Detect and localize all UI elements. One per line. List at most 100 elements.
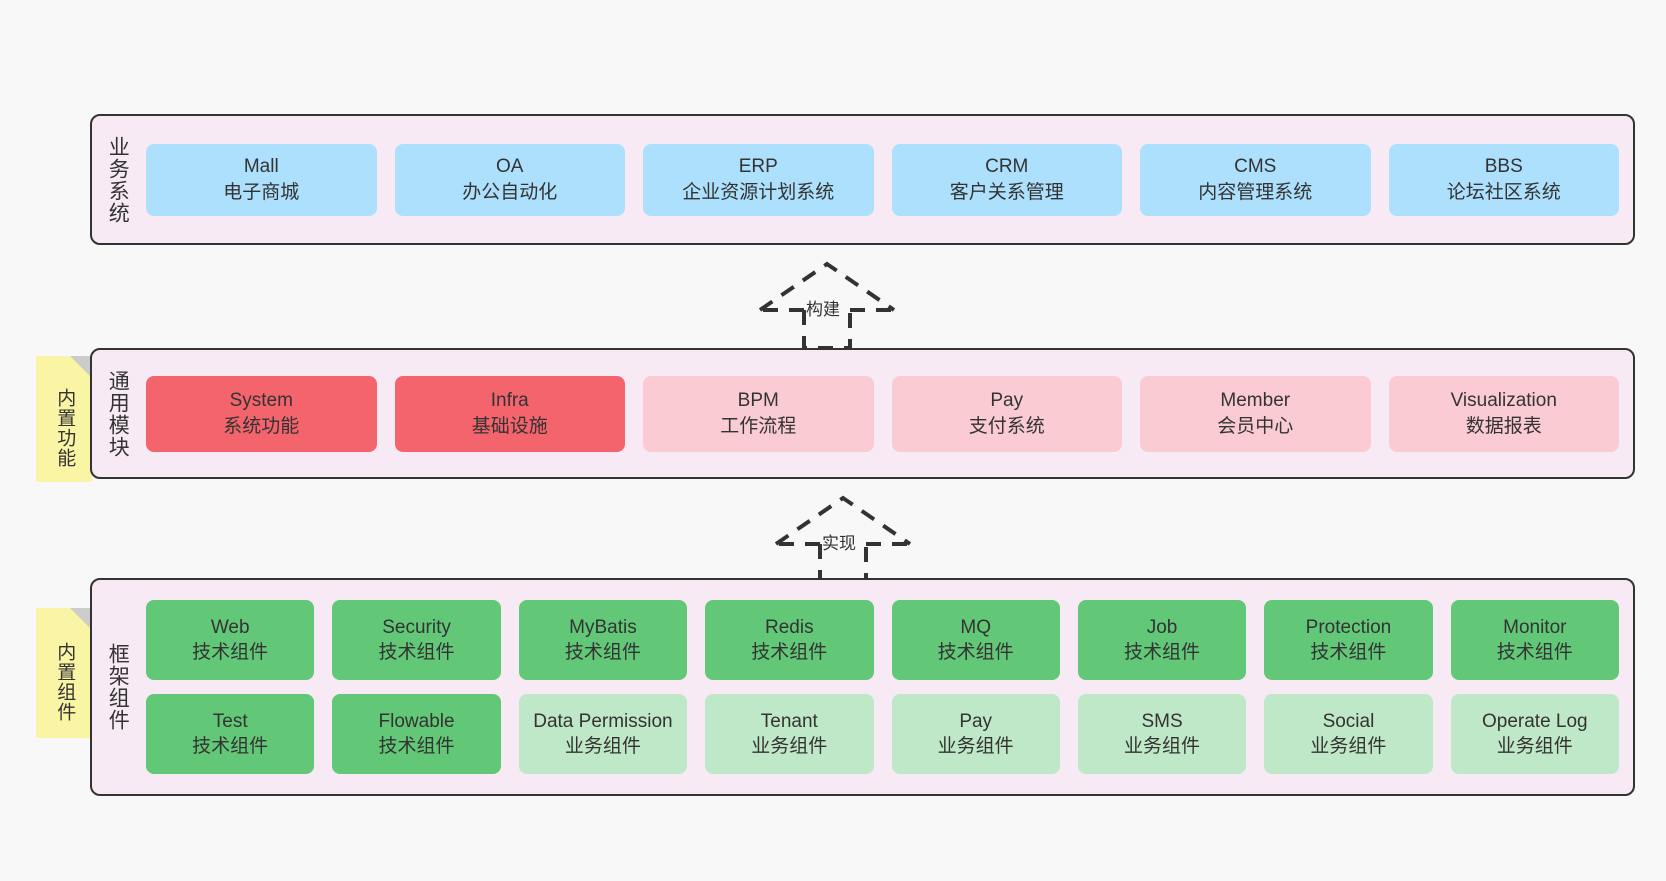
- node-bpm[interactable]: BPM 工作流程: [643, 375, 874, 452]
- node-title: Pay: [990, 390, 1024, 412]
- connector-build: 构建: [752, 258, 902, 350]
- node-title: BBS: [1484, 156, 1523, 178]
- node-subtitle: 工作流程: [720, 415, 797, 437]
- node-redis[interactable]: Redis 技术组件: [705, 600, 874, 680]
- node-subtitle: 基础设施: [471, 415, 548, 437]
- node-subtitle: 技术组件: [564, 642, 641, 663]
- node-title: Pay: [959, 710, 993, 732]
- node-flowable[interactable]: Flowable 技术组件: [332, 694, 501, 774]
- node-title: Flowable: [378, 710, 455, 732]
- node-mq[interactable]: MQ 技术组件: [891, 600, 1060, 680]
- node-subtitle: 企业资源计划系统: [682, 181, 835, 203]
- node-crm[interactable]: CRM 客户关系管理: [891, 143, 1122, 216]
- layer-label-framework-components: 框架组件: [106, 643, 130, 731]
- node-title: Operate Log: [1481, 710, 1588, 732]
- node-subtitle: 技术组件: [192, 642, 269, 663]
- node-title: Protection: [1305, 616, 1392, 638]
- node-subtitle: 业务组件: [564, 736, 641, 757]
- layer-row: Test 技术组件 Flowable 技术组件 Data Permission …: [146, 694, 1619, 774]
- layer-common-modules: 通用模块 System 系统功能 Infra 基础设施 BPM 工作流程 Pay…: [90, 348, 1635, 479]
- node-social[interactable]: Social 业务组件: [1264, 694, 1433, 774]
- node-tenant[interactable]: Tenant 业务组件: [705, 694, 874, 774]
- node-subtitle: 业务组件: [1310, 736, 1387, 757]
- node-data-permission[interactable]: Data Permission 业务组件: [518, 694, 688, 774]
- node-mall[interactable]: Mall 电子商城: [146, 143, 377, 216]
- node-title: Security: [382, 616, 451, 638]
- layer-row: Web 技术组件 Security 技术组件 MyBatis 技术组件 Redi…: [146, 600, 1619, 680]
- layer-label-business-systems: 业务系统: [106, 135, 130, 224]
- node-title: BPM: [737, 390, 779, 412]
- node-subtitle: 系统功能: [223, 415, 300, 437]
- node-title: Job: [1146, 616, 1178, 638]
- node-subtitle: 内容管理系统: [1198, 181, 1313, 203]
- note-builtin-features-label: 内置功能: [54, 388, 76, 468]
- node-erp[interactable]: ERP 企业资源计划系统: [643, 143, 874, 216]
- node-operate-log[interactable]: Operate Log 业务组件: [1450, 694, 1619, 774]
- node-member[interactable]: Member 会员中心: [1140, 375, 1371, 452]
- node-title: CMS: [1234, 156, 1277, 178]
- node-title: Data Permission: [533, 710, 673, 732]
- node-subtitle: 技术组件: [378, 736, 455, 757]
- node-title: Social: [1322, 710, 1375, 732]
- node-title: Tenant: [760, 710, 818, 732]
- node-subtitle: 业务组件: [1124, 736, 1201, 757]
- node-monitor[interactable]: Monitor 技术组件: [1450, 600, 1619, 680]
- node-subtitle: 办公自动化: [462, 181, 558, 203]
- layer-body-business-systems: Mall 电子商城 OA 办公自动化 ERP 企业资源计划系统 CRM 客户关系…: [142, 116, 1633, 243]
- node-title: SMS: [1141, 710, 1183, 732]
- node-subtitle: 技术组件: [937, 642, 1014, 663]
- node-title: Visualization: [1450, 390, 1557, 412]
- note-builtin-features: 内置功能: [36, 356, 92, 482]
- note-builtin-components-label: 内置组件: [54, 642, 76, 722]
- node-subtitle: 数据报表: [1465, 415, 1542, 437]
- connector-implement-label: 实现: [822, 534, 856, 553]
- node-title: System: [229, 390, 293, 412]
- node-subtitle: 业务组件: [937, 736, 1014, 757]
- node-title: OA: [496, 156, 524, 178]
- node-subtitle: 技术组件: [1310, 642, 1387, 663]
- node-infra[interactable]: Infra 基础设施: [394, 375, 625, 452]
- node-title: Web: [210, 616, 250, 638]
- layer-body-framework-components: Web 技术组件 Security 技术组件 MyBatis 技术组件 Redi…: [142, 580, 1633, 794]
- node-protection[interactable]: Protection 技术组件: [1264, 600, 1433, 680]
- node-subtitle: 技术组件: [751, 642, 828, 663]
- node-title: MyBatis: [569, 616, 637, 638]
- node-sms[interactable]: SMS 业务组件: [1077, 694, 1247, 774]
- node-job[interactable]: Job 技术组件: [1077, 600, 1247, 680]
- node-subtitle: 客户关系管理: [949, 181, 1064, 203]
- node-subtitle: 业务组件: [751, 736, 828, 757]
- node-oa[interactable]: OA 办公自动化: [394, 143, 625, 216]
- node-subtitle: 技术组件: [1124, 642, 1201, 663]
- node-subtitle: 论坛社区系统: [1446, 181, 1561, 203]
- layer-framework-components: 框架组件 Web 技术组件 Security 技术组件 MyBatis 技术组件…: [90, 578, 1635, 796]
- node-title: Test: [212, 710, 248, 732]
- node-subtitle: 技术组件: [192, 736, 269, 757]
- node-test[interactable]: Test 技术组件: [146, 694, 315, 774]
- layer-label-common-modules: 通用模块: [106, 369, 130, 458]
- note-builtin-components: 内置组件: [36, 608, 92, 738]
- node-title: Member: [1220, 390, 1291, 412]
- layer-business-systems: 业务系统 Mall 电子商城 OA 办公自动化 ERP 企业资源计划系统 CRM…: [90, 114, 1635, 245]
- node-pay-module[interactable]: Pay 支付系统: [891, 375, 1122, 452]
- layer-row: Mall 电子商城 OA 办公自动化 ERP 企业资源计划系统 CRM 客户关系…: [146, 143, 1619, 216]
- node-subtitle: 支付系统: [968, 415, 1045, 437]
- node-title: Redis: [765, 616, 814, 638]
- layer-body-common-modules: System 系统功能 Infra 基础设施 BPM 工作流程 Pay 支付系统…: [142, 350, 1633, 477]
- node-title: MQ: [960, 616, 991, 638]
- node-pay-component[interactable]: Pay 业务组件: [891, 694, 1060, 774]
- node-title: CRM: [985, 156, 1029, 178]
- node-subtitle: 业务组件: [1496, 736, 1573, 757]
- node-security[interactable]: Security 技术组件: [332, 600, 501, 680]
- node-web[interactable]: Web 技术组件: [146, 600, 315, 680]
- node-title: Infra: [490, 390, 529, 412]
- node-mybatis[interactable]: MyBatis 技术组件: [518, 600, 688, 680]
- node-cms[interactable]: CMS 内容管理系统: [1140, 143, 1371, 216]
- node-bbs[interactable]: BBS 论坛社区系统: [1388, 143, 1619, 216]
- node-visualization[interactable]: Visualization 数据报表: [1388, 375, 1619, 452]
- node-title: Monitor: [1503, 616, 1567, 638]
- node-title: ERP: [738, 156, 778, 178]
- node-subtitle: 技术组件: [1496, 642, 1573, 663]
- node-system[interactable]: System 系统功能: [146, 375, 377, 452]
- connector-build-label: 构建: [806, 300, 840, 319]
